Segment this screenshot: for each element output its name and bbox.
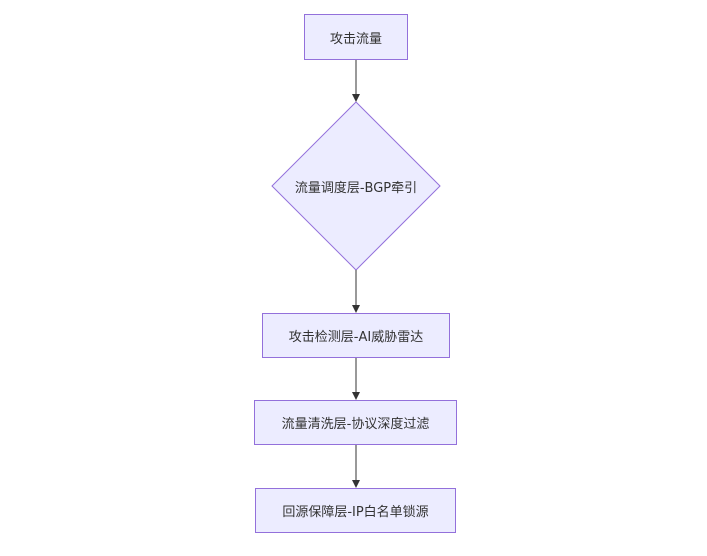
node-cleaning-layer-label: 流量清洗层-协议深度过滤	[281, 417, 430, 432]
node-detection-layer: 攻击检测层-AI威胁雷达	[262, 313, 450, 358]
node-detection-layer-label: 攻击检测层-AI威胁雷达	[288, 330, 424, 345]
node-attack-traffic-label: 攻击流量	[329, 31, 382, 47]
node-scheduling-layer-label: 流量调度层-BGP牵引	[294, 180, 418, 196]
node-attack-traffic: 攻击流量	[304, 14, 408, 60]
node-cleaning-layer: 流量清洗层-协议深度过滤	[254, 400, 457, 445]
node-origin-protection-layer: 回源保障层-IP白名单锁源	[255, 488, 456, 533]
node-origin-protection-layer-label: 回源保障层-IP白名单锁源	[282, 505, 429, 520]
